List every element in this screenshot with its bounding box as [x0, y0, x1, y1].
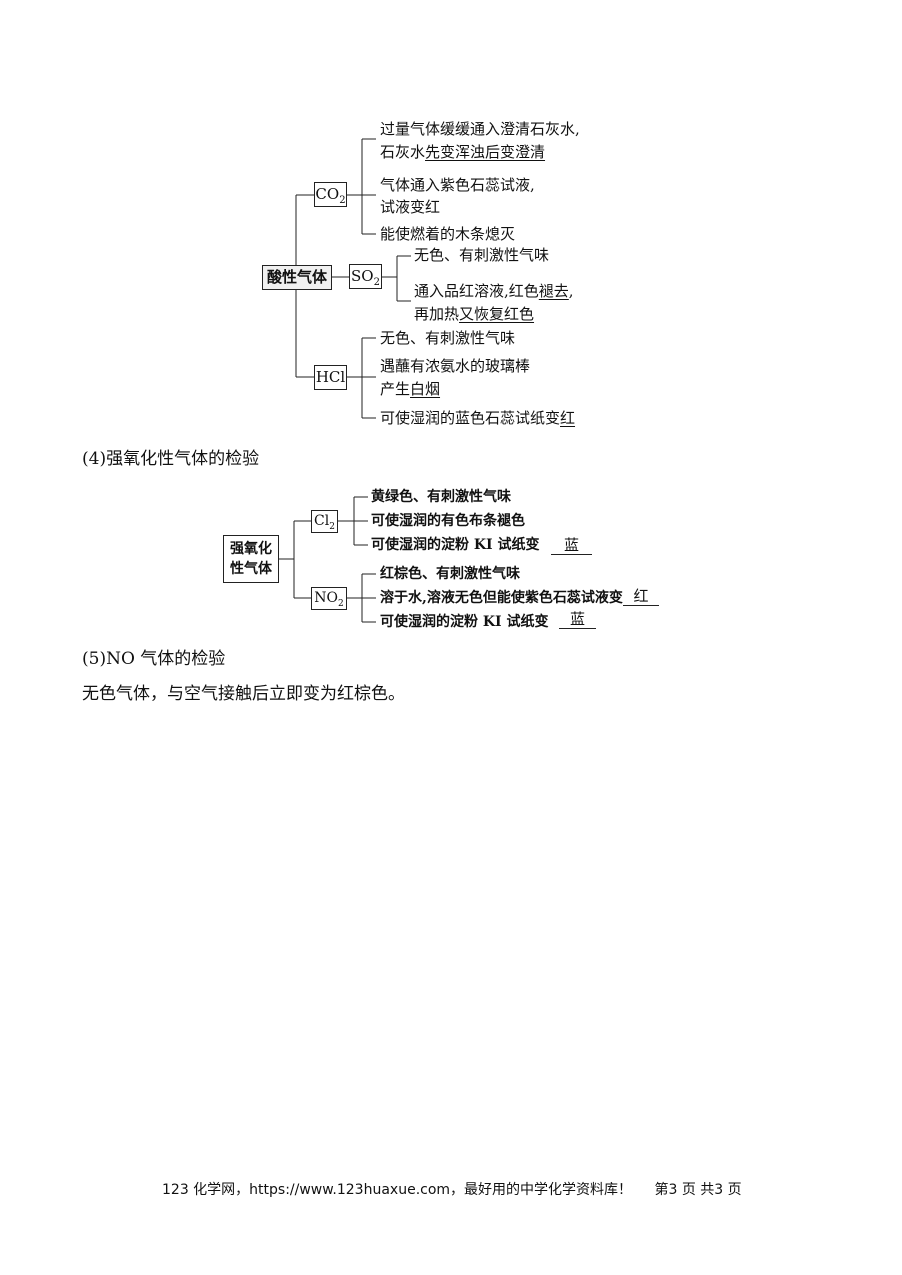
section-5-heading: (5)NO 气体的检验: [82, 649, 226, 669]
co2-answer-turbid-then-clear: 先变浑浊后变澄清: [425, 143, 546, 161]
no2-item-1: 红棕色、有刺激性气味: [380, 566, 520, 582]
hcl-label: HCl: [315, 368, 346, 386]
so2-subscript: 2: [373, 277, 380, 288]
no2-answer-blue-blank: 蓝: [559, 610, 596, 629]
so2-label: SO: [351, 267, 374, 285]
hcl-item-2-line-2: 产生白烟: [380, 380, 441, 398]
co2-subscript: 2: [339, 195, 346, 206]
cl2-answer-blue: 蓝: [563, 536, 579, 554]
acid-gas-root-box: 酸性气体: [262, 265, 332, 290]
acid-gas-root-label: 酸性气体: [266, 268, 327, 286]
oxidizing-gas-root-box: 强氧化 性气体: [223, 535, 279, 583]
hcl-item-2-line-1: 遇蘸有浓氨水的玻璃棒: [380, 357, 531, 375]
no2-answer-red: 红: [633, 587, 649, 605]
so2-box: SO2: [349, 264, 382, 289]
no2-subscript: 2: [338, 598, 344, 609]
no2-answer-red-blank: 红: [623, 587, 659, 606]
co2-box: CO2: [314, 182, 347, 207]
so2-item-2-line-2: 再加热又恢复红色: [414, 305, 535, 323]
cl2-item-2: 可使湿润的有色布条褪色: [371, 513, 525, 529]
no2-box: NO2: [311, 587, 347, 610]
so2-item-2-line-1: 通入品红溶液,红色褪去,: [414, 282, 574, 300]
co2-item-1-line-1: 过量气体缓缓通入澄清石灰水,: [380, 120, 580, 138]
page-footer: 123 化学网，https://www.123huaxue.com，最好用的中学…: [162, 1182, 742, 1198]
section-5-text: 无色气体，与空气接触后立即变为红棕色。: [82, 684, 405, 704]
oxidizing-gas-root-line-2: 性气体: [230, 561, 272, 577]
cl2-answer-blue-blank: 蓝: [551, 536, 592, 555]
co2-item-2-line-1: 气体通入紫色石蕊试液,: [380, 176, 535, 194]
cl2-item-1: 黄绿色、有刺激性气味: [371, 489, 511, 505]
no2-item-2: 溶于水,溶液无色但能使紫色石蕊试液变: [380, 590, 623, 606]
cl2-item-3: 可使湿润的淀粉 KI 试纸变: [371, 537, 540, 553]
hcl-answer-white-smoke: 白烟: [410, 380, 441, 398]
hcl-answer-red: 红: [560, 409, 576, 427]
footer-page-number: 第3 页 共3 页: [654, 1182, 742, 1198]
cl2-subscript: 2: [329, 521, 335, 532]
no2-answer-blue: 蓝: [569, 610, 585, 628]
cl2-label: Cl: [314, 513, 330, 529]
co2-item-2-line-2: 试液变红: [380, 198, 441, 216]
so2-item-1-line-1: 无色、有刺激性气味: [414, 246, 550, 264]
so2-answer-fades: 褪去: [538, 282, 569, 300]
so2-answer-red-restored: 又恢复红色: [459, 305, 535, 323]
oxidizing-gas-root-line-1: 强氧化: [230, 541, 272, 557]
co2-item-3-line-1: 能使燃着的木条熄灭: [380, 225, 516, 243]
cl2-box: Cl2: [311, 510, 338, 533]
co2-label: CO: [315, 185, 340, 203]
section-4-heading: (4)强氧化性气体的检验: [82, 449, 260, 469]
hcl-box: HCl: [314, 365, 347, 390]
no2-label: NO: [314, 590, 338, 606]
hcl-item-3-line-1: 可使湿润的蓝色石蕊试纸变红: [380, 409, 576, 427]
no2-item-3: 可使湿润的淀粉 KI 试纸变: [380, 614, 549, 630]
co2-item-1-line-2: 石灰水先变浑浊后变澄清: [380, 143, 546, 161]
hcl-item-1-line-1: 无色、有刺激性气味: [380, 329, 516, 347]
footer-site-text: 123 化学网，https://www.123huaxue.com，最好用的中学…: [162, 1182, 633, 1198]
